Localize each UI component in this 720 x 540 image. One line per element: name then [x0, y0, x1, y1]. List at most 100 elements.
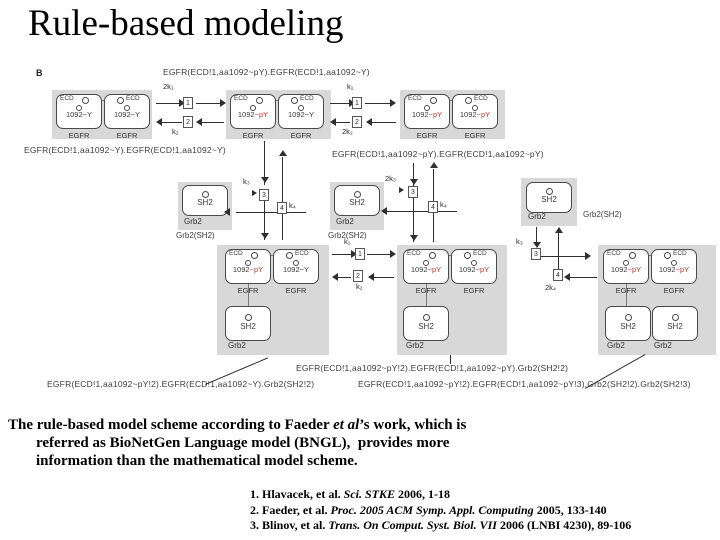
reaction-step-box: 4	[553, 269, 563, 281]
grb2-sh2-caption: Grb2(SH2)	[583, 210, 622, 219]
ecd-label: ECD	[408, 95, 422, 102]
reaction-arrow-line	[202, 122, 224, 123]
reaction-step-box: 3	[259, 189, 269, 201]
arrowhead-icon	[179, 99, 185, 107]
rate-constant-label: k₄	[440, 200, 447, 209]
ecd-label: ECD	[126, 95, 140, 102]
phospho-state-text: ~pY	[627, 265, 642, 274]
grb2-sh2-box	[334, 185, 380, 216]
body-text-segment: ’s work, which is	[359, 417, 467, 433]
reference-line: 2. Faeder, et al. Proc. 2005 ACM Symp. A…	[250, 503, 631, 519]
arrowhead-icon	[156, 118, 162, 126]
egfr-label: EGFR	[290, 131, 312, 140]
site-state-text: 1092	[411, 110, 429, 119]
reaction-arrow-line	[367, 254, 390, 255]
egfr-label: EGFR	[464, 131, 486, 140]
reaction-arrow-line	[541, 256, 585, 257]
grb2-sh2-box	[526, 182, 572, 213]
sh2-site-icon	[625, 314, 632, 321]
reaction-step-box: 1	[355, 248, 365, 260]
reaction-arrow-line	[450, 355, 451, 364]
phospho-site-icon	[471, 260, 477, 266]
ecd-site-icon	[664, 252, 671, 259]
reference-segment: 2006, 1-18	[395, 487, 451, 501]
reaction-step-box: 2	[183, 116, 193, 128]
sh2-site-icon	[546, 188, 553, 195]
page-title: Rule-based modeling	[28, 3, 344, 44]
ecd-label: ECD	[234, 95, 248, 102]
ecd-site-icon	[82, 97, 89, 104]
grb2-label: Grb2	[528, 212, 546, 221]
reaction-arrow-line	[236, 212, 306, 213]
grb2-label: Grb2	[654, 341, 672, 350]
species-formula: EGFR(ECD!1,aa1092~pY!2).EGFR(ECD!1,aa109…	[296, 363, 569, 373]
site-state-label: 1092~pY	[451, 265, 497, 274]
egfr-label: EGFR	[285, 286, 307, 295]
reaction-step-box: 4	[428, 201, 438, 213]
sh2-label: SH2	[240, 322, 256, 331]
reaction-arrow-line	[196, 103, 220, 104]
reference-segment: 3. Blinov, et al.	[250, 518, 329, 532]
site-state-label: 1092~Y	[104, 110, 150, 119]
phospho-site-icon	[671, 260, 677, 266]
ecd-label: ECD	[229, 250, 243, 257]
ecd-site-icon	[117, 97, 124, 104]
reaction-arrow-line	[413, 198, 414, 242]
grb2-sh2-box	[182, 185, 228, 216]
arrowhead-icon	[351, 250, 357, 258]
reaction-arrow-line	[336, 122, 350, 123]
arrowhead-icon	[261, 177, 269, 183]
body-text-line: referred as BioNetGen Language model (BN…	[36, 434, 568, 452]
site-state-text: 1092	[458, 265, 476, 274]
egfr-label: EGFR	[615, 286, 637, 295]
phospho-state-text: ~pY	[249, 265, 264, 274]
site-state-text: 1092~Y	[65, 110, 93, 119]
phospho-site-icon	[623, 260, 629, 266]
egfr-monomer-box	[104, 94, 150, 129]
reaction-arrow-line	[264, 201, 265, 240]
species-formula: EGFR(ECD!1,aa1092~pY!2).EGFR(ECD!1,aa109…	[358, 379, 691, 389]
phospho-state-text: ~pY	[254, 110, 269, 119]
site-state-text: 1092	[410, 265, 428, 274]
rate-constant-label: k₁	[344, 237, 351, 246]
egfr-label: EGFR	[415, 286, 437, 295]
references: 1. Hlavacek, et al. Sci. STKE 2006, 1-18…	[250, 487, 631, 534]
phospho-site-icon	[124, 105, 130, 111]
egfr-monomer-box	[404, 94, 450, 129]
phospho-state-text: ~pY	[476, 110, 491, 119]
phospho-site-icon	[472, 105, 478, 111]
ecd-label: ECD	[607, 250, 621, 257]
site-state-text: 1092	[459, 110, 477, 119]
arrowhead-icon	[533, 242, 541, 248]
body-text-segment: referred as BioNetGen Language model (BN…	[36, 435, 450, 451]
ecd-label: ECD	[407, 250, 421, 257]
site-state-label: 1092~Y	[56, 110, 102, 119]
rate-constant-label: k₃	[516, 237, 523, 246]
site-state-text: 1092	[658, 265, 676, 274]
sh2-label: SH2	[620, 322, 636, 331]
reaction-arrow-line	[264, 141, 265, 185]
ecd-site-icon	[429, 252, 436, 259]
reference-line: 3. Blinov, et al. Trans. On Comput. Syst…	[250, 518, 631, 534]
grb2-sh2-box	[605, 306, 651, 341]
phospho-site-icon	[250, 105, 256, 111]
phospho-state-text: ~pY	[675, 265, 690, 274]
reaction-step-box: 3	[531, 248, 541, 260]
reaction-arrow-line	[332, 254, 351, 255]
egfr-label: EGFR	[416, 131, 438, 140]
egfr-monomer-box	[603, 249, 649, 284]
reaction-step-box: 3	[408, 186, 418, 198]
reference-segment: 2. Faeder, et al.	[250, 502, 331, 517]
sh2-label: SH2	[349, 198, 365, 207]
egfr-label: EGFR	[116, 131, 138, 140]
reference-segment: Trans. On Comput. Syst. Biol. VII	[328, 518, 497, 532]
dimer-bond-line	[435, 100, 467, 101]
site-state-text: 1092~Y	[282, 265, 310, 274]
reference-segment: 2006 (LNBI 4230), 89-106	[496, 518, 632, 532]
arrowhead-icon	[252, 190, 257, 196]
species-formula: EGFR(ECD!1,aa1092~Y).EGFR(ECD!1,aa1092~Y…	[24, 145, 226, 155]
reaction-arrow-line	[387, 211, 457, 212]
dimer-bond-line	[261, 100, 293, 101]
reaction-arrow-line	[330, 103, 349, 104]
